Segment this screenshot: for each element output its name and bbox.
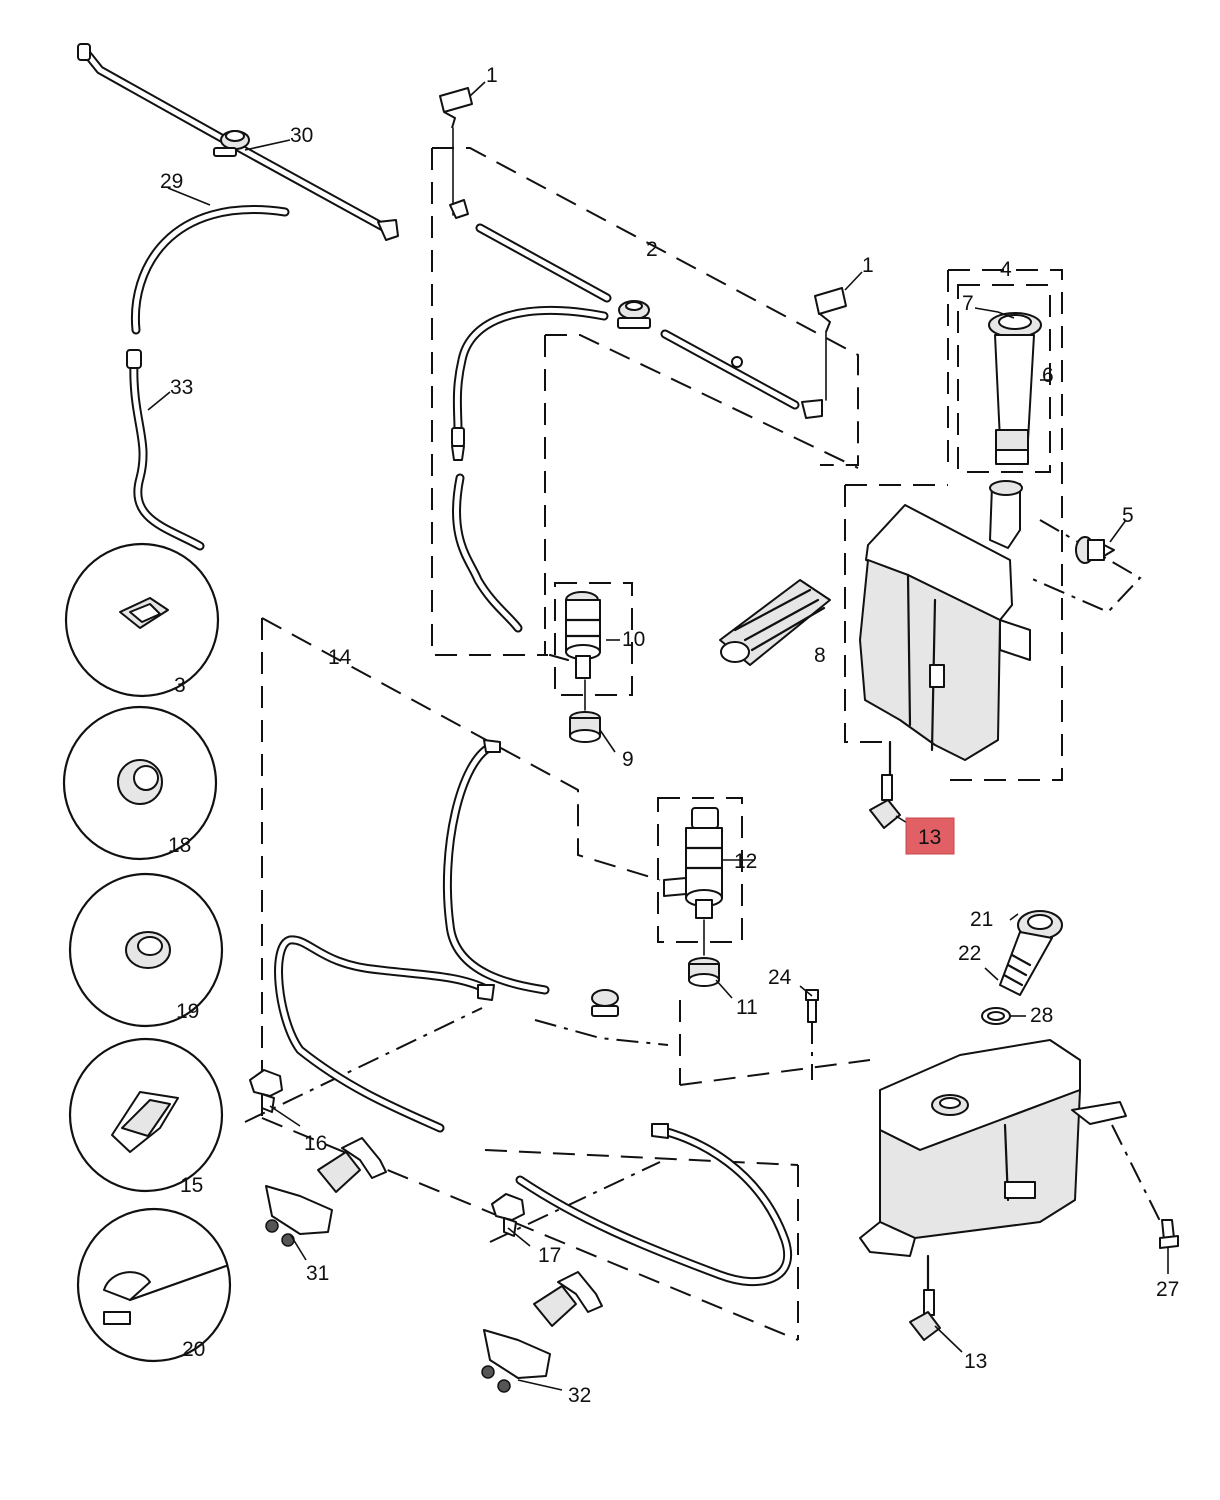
washer-jet-1-top [439, 87, 473, 216]
callout-10: 10 [622, 628, 645, 651]
headlamp-jet-31 [265, 1137, 387, 1247]
callout-27: 27 [1156, 1278, 1179, 1301]
callout-12: 12 [734, 850, 757, 873]
pump-10 [548, 591, 602, 711]
hose-30 [77, 43, 399, 241]
bolt-27 [1159, 1219, 1179, 1249]
callout-14: 14 [328, 646, 352, 669]
bolt-24 [805, 989, 819, 1023]
callout-11: 11 [736, 996, 758, 1019]
hose-set-2 [449, 199, 823, 633]
callout-17: 17 [538, 1244, 561, 1267]
washer-jet-1-right [814, 287, 847, 401]
highlight-box-13 [905, 817, 955, 855]
filler-neck-6 [988, 312, 1042, 465]
callout-9: 9 [622, 748, 634, 771]
callout-7: 7 [962, 292, 974, 315]
callout-13-highlighted: 13 [918, 826, 941, 849]
callout-21: 21 [970, 908, 993, 931]
callout-1-right: 1 [862, 254, 874, 277]
hose-29 [130, 205, 290, 335]
reservoir-upper [859, 480, 1031, 792]
drain-13-upper [869, 774, 901, 829]
detail-circle-20 [76, 1207, 232, 1363]
callout-6: 6 [1042, 364, 1054, 387]
callout-19: 19 [176, 1000, 199, 1023]
part-8 [719, 579, 831, 666]
headlamp-jet-32 [481, 1271, 603, 1393]
callout-32: 32 [568, 1384, 591, 1407]
callout-31: 31 [306, 1262, 329, 1285]
part-5 [1075, 536, 1115, 564]
callout-29: 29 [160, 170, 183, 193]
grommet-11 [688, 957, 720, 987]
callout-1-top: 1 [486, 64, 498, 87]
reservoir-lower [859, 1039, 1127, 1292]
callout-16: 16 [304, 1132, 327, 1155]
callout-22: 22 [958, 942, 981, 965]
clip-17 [491, 1193, 525, 1237]
detail-circle-19 [68, 872, 224, 1028]
callout-28: 28 [1030, 1004, 1053, 1027]
callout-24: 24 [768, 966, 792, 989]
detail-circle-18 [62, 705, 218, 861]
callout-20: 20 [182, 1338, 205, 1361]
detail-circle-15 [68, 1037, 224, 1193]
callout-3: 3 [174, 674, 186, 697]
callout-15: 15 [180, 1174, 203, 1197]
detail-circle-3 [64, 542, 220, 698]
callout-4: 4 [1000, 258, 1012, 281]
callout-8: 8 [814, 644, 826, 667]
callout-18: 18 [168, 834, 191, 857]
callout-labels: 1 1 2 3 4 5 6 7 8 9 10 11 12 13 13 14 15… [160, 64, 1179, 1407]
grommet-9 [569, 711, 601, 743]
hose-group-14 [274, 739, 792, 1286]
callout-5: 5 [1122, 504, 1134, 527]
callout-33: 33 [170, 376, 193, 399]
pump-12 [663, 807, 724, 956]
leader-lines [147, 81, 1169, 1391]
drain-13-lower [909, 1289, 941, 1341]
hose-33 [126, 349, 205, 551]
callout-30: 30 [290, 124, 313, 147]
callout-13-lower: 13 [964, 1350, 987, 1373]
clip-16 [249, 1069, 283, 1113]
callout-2: 2 [646, 238, 658, 261]
